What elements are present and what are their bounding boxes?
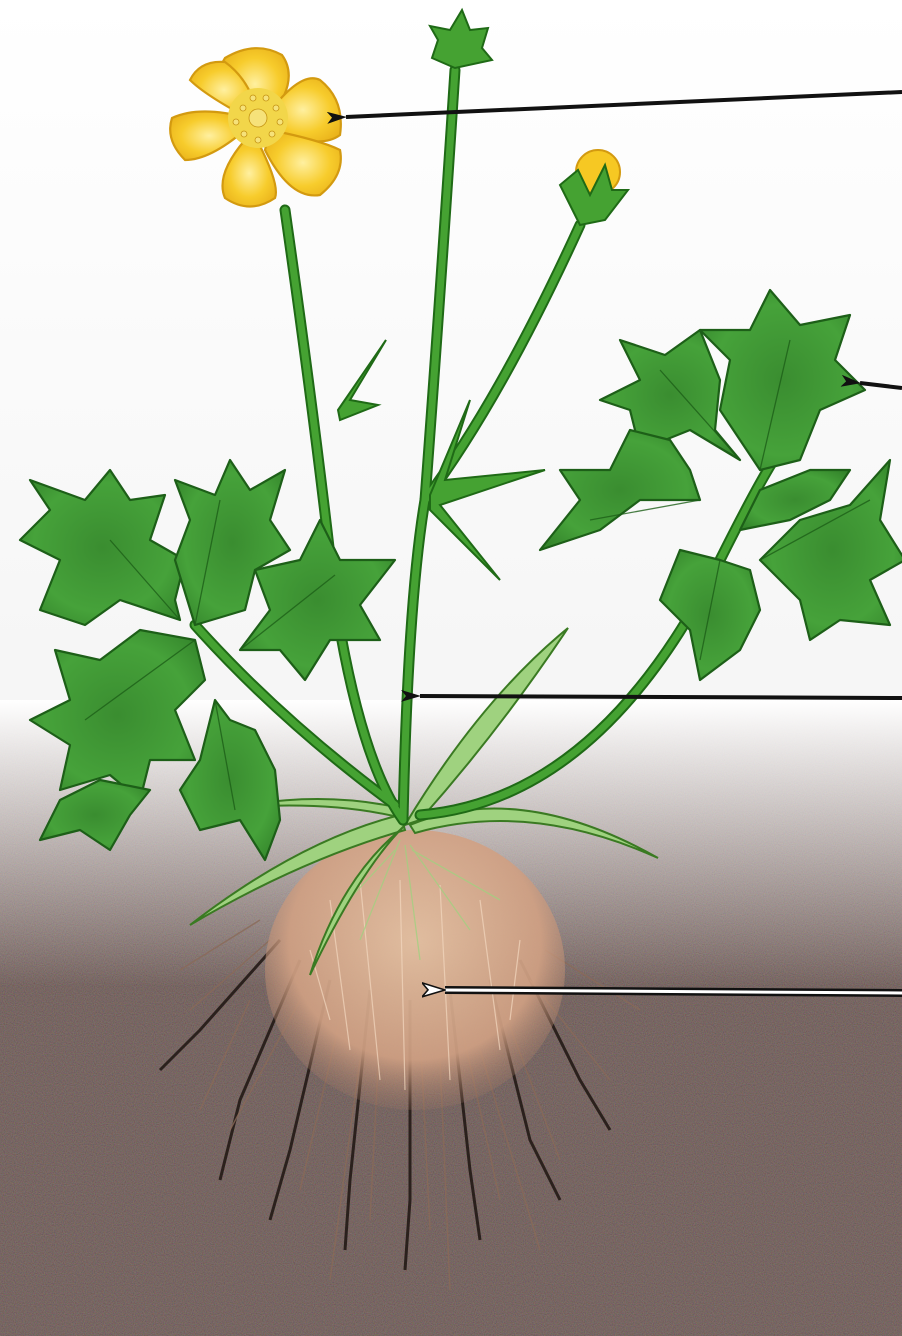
stem-pointer-arrow xyxy=(420,696,902,698)
roots-pointer-arrow xyxy=(445,990,902,993)
